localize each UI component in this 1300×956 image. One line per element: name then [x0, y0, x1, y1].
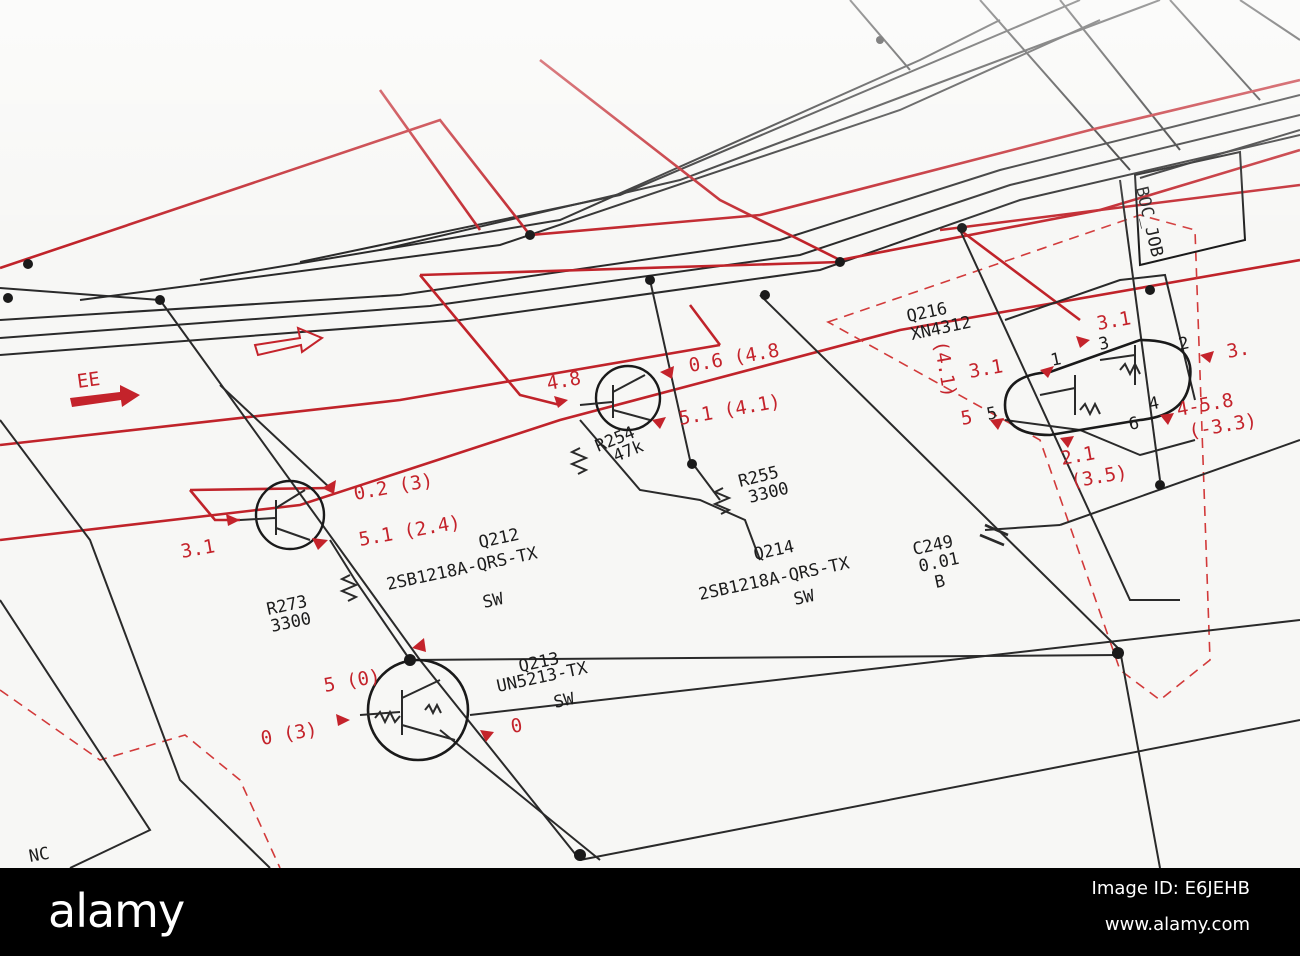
q214-part: 2SB1218A-QRS-TX [697, 553, 852, 605]
q214-emitter-voltage: 0.6 (4.8 [687, 339, 781, 377]
q212-part: 2SB1218A-QRS-TX [385, 543, 540, 595]
q213-output-voltage: 0 [509, 714, 524, 738]
bus-arrow-ee: EE [70, 368, 140, 407]
q216-pin-2: 2 [1177, 333, 1191, 355]
lower-circuit-wires [0, 129, 1300, 868]
source-url-text: www.alamy.com [1104, 914, 1250, 935]
component-labels: Q212 2SB1218A-QRS-TX SW Q213 UN5213-TX S… [27, 299, 1191, 867]
image-id-text: Image ID: E6JEHB [1091, 878, 1250, 899]
watermark-bar: alamy Image ID: E6JEHB www.alamy.com [0, 868, 1300, 956]
q212-collector-voltage: 5.1 (2.4) [357, 511, 462, 551]
q216-pin2-voltage: 3. [1225, 337, 1251, 363]
q213-input-voltage: 0 (3) [259, 718, 319, 750]
q216-pin3-voltage: 3.1 [1095, 307, 1133, 335]
q213-base-voltage: 5 (0) [322, 665, 382, 697]
q214-function: SW [792, 586, 817, 610]
circuit-schematic: BOC_JOB EE Q212 2SB1218A-QRS-TX SW Q213 … [0, 0, 1300, 868]
q214-collector-voltage: 5.1 (4.1) [677, 390, 782, 430]
q216-pin-4: 4 [1147, 393, 1161, 415]
transistor-q212-symbol [239, 479, 326, 551]
connector-label: BOC_JOB [1131, 185, 1167, 259]
q212-base-voltage: 3.1 [179, 535, 217, 563]
upper-wire-bundle [0, 0, 1300, 356]
brand-logo: alamy [48, 884, 185, 938]
q214-ref: Q214 [752, 537, 796, 565]
q216-pin6-voltage: 2.1 [1059, 442, 1097, 470]
q214-base-voltage: 4.8 [545, 367, 583, 395]
connector-box: BOC_JOB [1131, 150, 1247, 267]
q216-pin-6: 6 [1127, 413, 1141, 435]
c249-type: B [933, 571, 947, 593]
q216-pin-5: 5 [985, 403, 999, 425]
junction-dots [3, 36, 1165, 861]
q213-function: SW [552, 689, 577, 713]
corner-label: NC [27, 844, 51, 867]
q216-side-voltage: (4.1) [929, 339, 961, 399]
schematic-photo: BOC_JOB EE Q212 2SB1218A-QRS-TX SW Q213 … [0, 0, 1300, 868]
q216-pin5-voltage: 5 [959, 406, 974, 430]
resistor-r254-symbol [569, 447, 589, 475]
bus-label-ee: EE [76, 368, 102, 393]
q216-pin1-voltage: 3.1 [967, 355, 1005, 383]
q212-function: SW [481, 589, 506, 613]
q216-pin-3: 3 [1097, 333, 1111, 355]
